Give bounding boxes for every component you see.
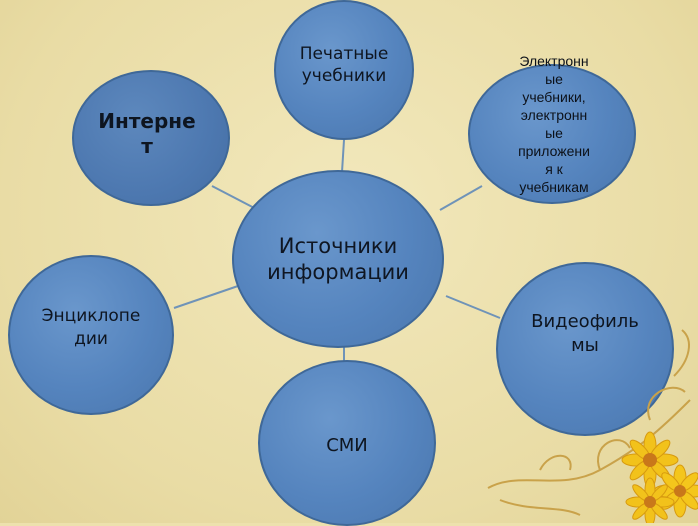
node-center-sources: Источники информации — [232, 170, 444, 348]
node-printed-textbooks: Печатные учебники — [274, 0, 414, 140]
connector-print — [341, 139, 345, 173]
node-videos: Видеофиль мы — [496, 262, 674, 436]
node-mass-media: СМИ — [258, 360, 436, 526]
node-printed-textbooks-label: Печатные учебники — [299, 44, 389, 86]
sunflower-3 — [625, 477, 675, 523]
connector-video — [445, 295, 501, 319]
node-electronic-textbooks-label: Электронн ые учебники, электронн ые прил… — [518, 53, 590, 195]
node-encyclopedias: Энциклопе дии — [8, 255, 174, 415]
node-encyclopedias-label: Энциклопе дии — [41, 306, 141, 349]
connector-electronic — [439, 185, 483, 211]
node-electronic-textbooks — [468, 64, 636, 204]
node-videos-label: Видеофиль мы — [531, 311, 639, 356]
node-mass-media-label: СМИ — [326, 434, 368, 456]
node-internet: Интерне т — [72, 70, 230, 206]
connector-encyclopedia — [173, 285, 239, 309]
node-internet-label: Интерне т — [98, 109, 196, 158]
center-label: Источники информации — [267, 234, 409, 284]
